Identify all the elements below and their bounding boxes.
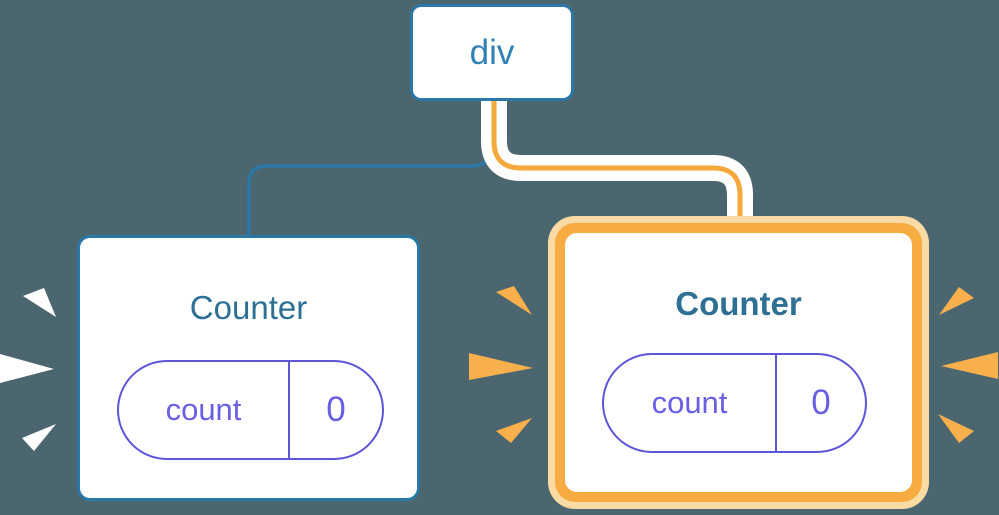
highlighted-edge-casing [481, 98, 753, 222]
highlight-ring-outer: Counter count 0 [548, 216, 929, 509]
burst-triangle-icon [0, 354, 54, 383]
burst-triangle-icon [23, 288, 56, 317]
burst-triangle-icon [469, 353, 533, 380]
state-key: count [604, 355, 777, 451]
burst-triangle-icon [939, 287, 974, 315]
burst-marks-right-counter-left-side [469, 286, 533, 443]
state-value: 0 [326, 390, 346, 429]
state-pill: count 0 [117, 360, 384, 460]
counter-title: Counter [189, 289, 308, 326]
burst-marks-left-counter [0, 288, 56, 451]
burst-triangle-icon [22, 424, 56, 451]
burst-triangle-icon [938, 414, 974, 443]
counter-node-left: Counter count 0 [77, 235, 420, 501]
burst-triangle-icon [496, 418, 532, 443]
root-div-label: div [469, 32, 515, 72]
counter-node-right: Counter count 0 [565, 233, 912, 492]
state-key: count [119, 362, 290, 458]
highlight-ring-inner: Counter count 0 [555, 223, 922, 502]
state-pill: count 0 [602, 353, 867, 453]
burst-triangle-icon [496, 286, 532, 315]
edge-to-left-counter [247, 98, 492, 242]
edge-to-right-counter [491, 98, 743, 222]
state-value: 0 [811, 383, 831, 422]
tree-edges [247, 98, 753, 242]
root-div-node: div [410, 4, 574, 101]
burst-marks-right-counter-right-side [938, 287, 998, 443]
burst-triangle-icon [941, 352, 998, 379]
counter-title: Counter [675, 285, 802, 322]
